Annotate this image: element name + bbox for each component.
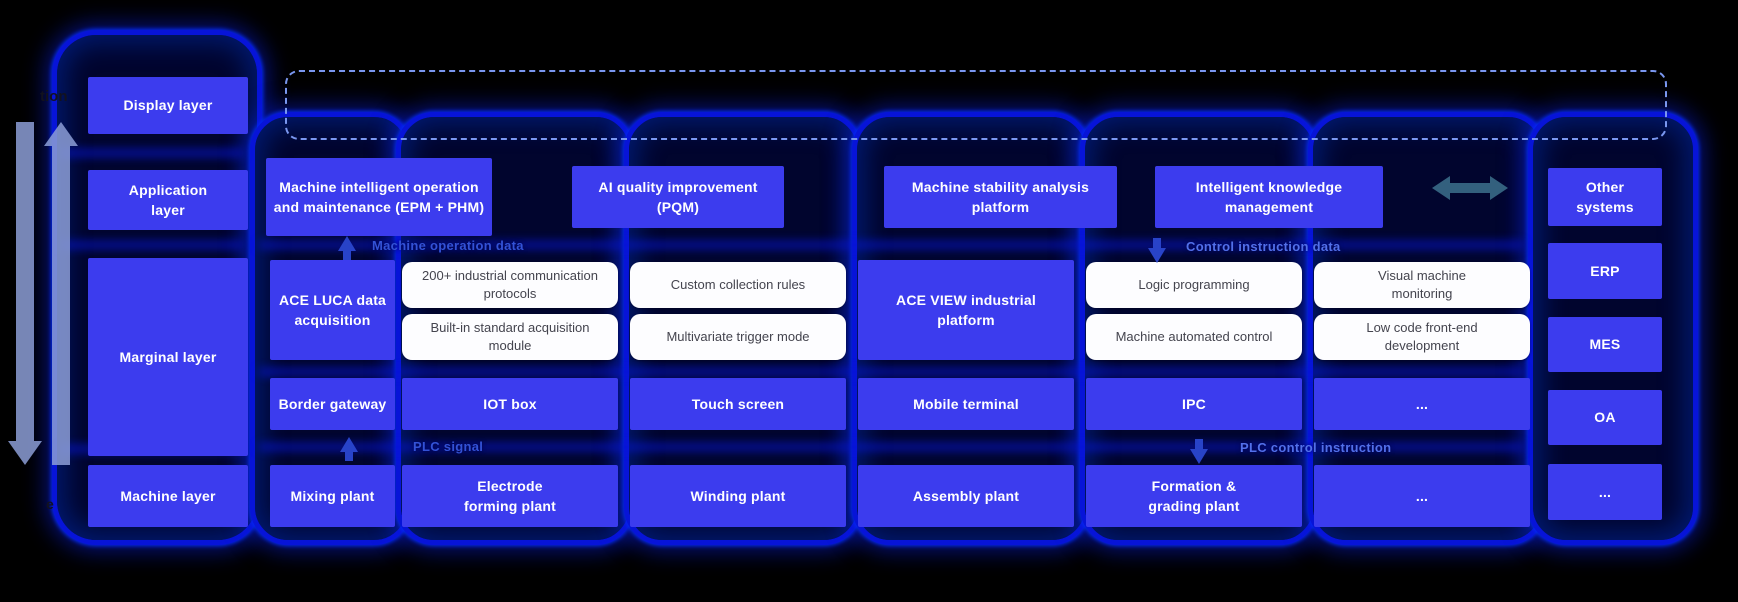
layer-label: Display layer [123, 97, 213, 114]
other-more-label: ... [1598, 483, 1612, 500]
feature-box-custom-rules: Custom collection rules [630, 262, 846, 308]
machine-operation-data-label: Machine operation data [372, 238, 524, 253]
device-label: Border gateway [278, 395, 387, 412]
device-box-touch-screen: Touch screen [630, 378, 846, 430]
device-box-iot-box: IOT box [402, 378, 618, 430]
oa-label: OA [1594, 409, 1616, 426]
layer-box-marginal: Marginal layer [88, 258, 248, 456]
feature-box-trigger-mode: Multivariate trigger mode [630, 314, 846, 360]
device-box-mobile-terminal: Mobile terminal [858, 378, 1074, 430]
other-systems-label: Other systems [1576, 178, 1634, 215]
other-systems-box: Other systems [1548, 168, 1662, 226]
glow-divider [60, 150, 244, 156]
plc-signal-label: PLC signal [413, 439, 484, 454]
feature-box-protocols: 200+ industrial communication protocols [402, 262, 618, 308]
display-layer-dashed-zone [285, 70, 1667, 140]
feature-label: Logic programming [1138, 276, 1250, 292]
app-label: Machine stability analysis platform [911, 178, 1090, 215]
machine-box-more: ... [1314, 465, 1530, 527]
feature-label: Low code front-end development [1366, 319, 1478, 353]
ace-view-label: ACE VIEW industrial platform [896, 291, 1036, 328]
machine-label: ... [1415, 487, 1429, 504]
upward-flow-arrow [44, 122, 78, 465]
device-box-more: ... [1314, 378, 1530, 430]
feature-box-low-code: Low code front-end development [1314, 314, 1530, 360]
control-instruction-data-label: Control instruction data [1186, 239, 1341, 254]
device-label: IPC [1182, 395, 1206, 412]
feature-label: Visual machine monitoring [1378, 267, 1466, 301]
erp-label: ERP [1590, 262, 1620, 279]
feature-box-logic-programming: Logic programming [1086, 262, 1302, 308]
app-box-epm-phm: Machine intelligent operation and mainte… [266, 158, 492, 236]
up-arrow-icon [338, 236, 356, 260]
app-label: Intelligent knowledge management [1195, 178, 1343, 215]
partial-text-top: tion [40, 88, 68, 105]
machine-box-formation: Formation & grading plant [1086, 465, 1302, 527]
mes-label: MES [1589, 336, 1621, 353]
machine-box-electrode: Electrode forming plant [402, 465, 618, 527]
app-label: Machine intelligent operation and mainte… [273, 178, 485, 215]
down-arrow-icon [1190, 439, 1208, 464]
machine-box-winding: Winding plant [630, 465, 846, 527]
other-more-box: ... [1548, 464, 1662, 520]
feature-box-automated-control: Machine automated control [1086, 314, 1302, 360]
app-box-pqm: AI quality improvement (PQM) [572, 166, 784, 228]
up-arrow-icon [340, 437, 358, 461]
feature-box-visual-monitoring: Visual machine monitoring [1314, 262, 1530, 308]
partial-text-bottom: e [46, 496, 54, 512]
erp-box: ERP [1548, 243, 1662, 299]
mes-box: MES [1548, 317, 1662, 372]
machine-box-assembly: Assembly plant [858, 465, 1074, 527]
glow-divider [258, 242, 1524, 248]
downward-flow-arrow [8, 122, 42, 465]
layer-label: Machine layer [120, 487, 216, 504]
layer-box-machine: Machine layer [88, 465, 248, 527]
feature-label: Built-in standard acquisition module [430, 319, 590, 353]
feature-label: Custom collection rules [670, 276, 806, 292]
device-label: Mobile terminal [913, 395, 1019, 412]
layer-box-display: Display layer [88, 77, 248, 134]
device-label: Touch screen [691, 395, 785, 412]
machine-label: Mixing plant [290, 487, 375, 504]
machine-label: Electrode forming plant [463, 477, 557, 514]
ace-luca-label: ACE LUCA data acquisition [278, 291, 387, 328]
bidirectional-arrow-icon [1432, 176, 1508, 200]
device-label: ... [1415, 395, 1429, 412]
feature-label: 200+ industrial communication protocols [422, 267, 598, 301]
layer-box-application: Application layer [88, 170, 248, 230]
down-arrow-icon [1148, 238, 1166, 263]
feature-label: Machine automated control [1115, 328, 1273, 344]
layer-label: Marginal layer [119, 348, 217, 365]
device-box-ipc: IPC [1086, 378, 1302, 430]
ace-view-box: ACE VIEW industrial platform [858, 260, 1074, 360]
machine-label: Assembly plant [912, 487, 1020, 504]
machine-box-mixing: Mixing plant [270, 465, 395, 527]
oa-box: OA [1548, 390, 1662, 445]
machine-label: Winding plant [690, 487, 786, 504]
ace-luca-box: ACE LUCA data acquisition [270, 260, 395, 360]
plc-control-instruction-label: PLC control instruction [1240, 440, 1392, 455]
device-label: IOT box [483, 395, 537, 412]
layer-label: Application layer [128, 181, 208, 218]
glow-divider [258, 369, 1524, 375]
glow-divider [60, 242, 244, 248]
app-box-stability: Machine stability analysis platform [884, 166, 1117, 228]
device-box-border-gateway: Border gateway [270, 378, 395, 430]
feature-box-builtin-module: Built-in standard acquisition module [402, 314, 618, 360]
app-box-knowledge: Intelligent knowledge management [1155, 166, 1383, 228]
feature-label: Multivariate trigger mode [666, 328, 810, 344]
app-label: AI quality improvement (PQM) [598, 178, 758, 215]
machine-label: Formation & grading plant [1148, 477, 1240, 514]
glow-divider [258, 444, 1524, 450]
